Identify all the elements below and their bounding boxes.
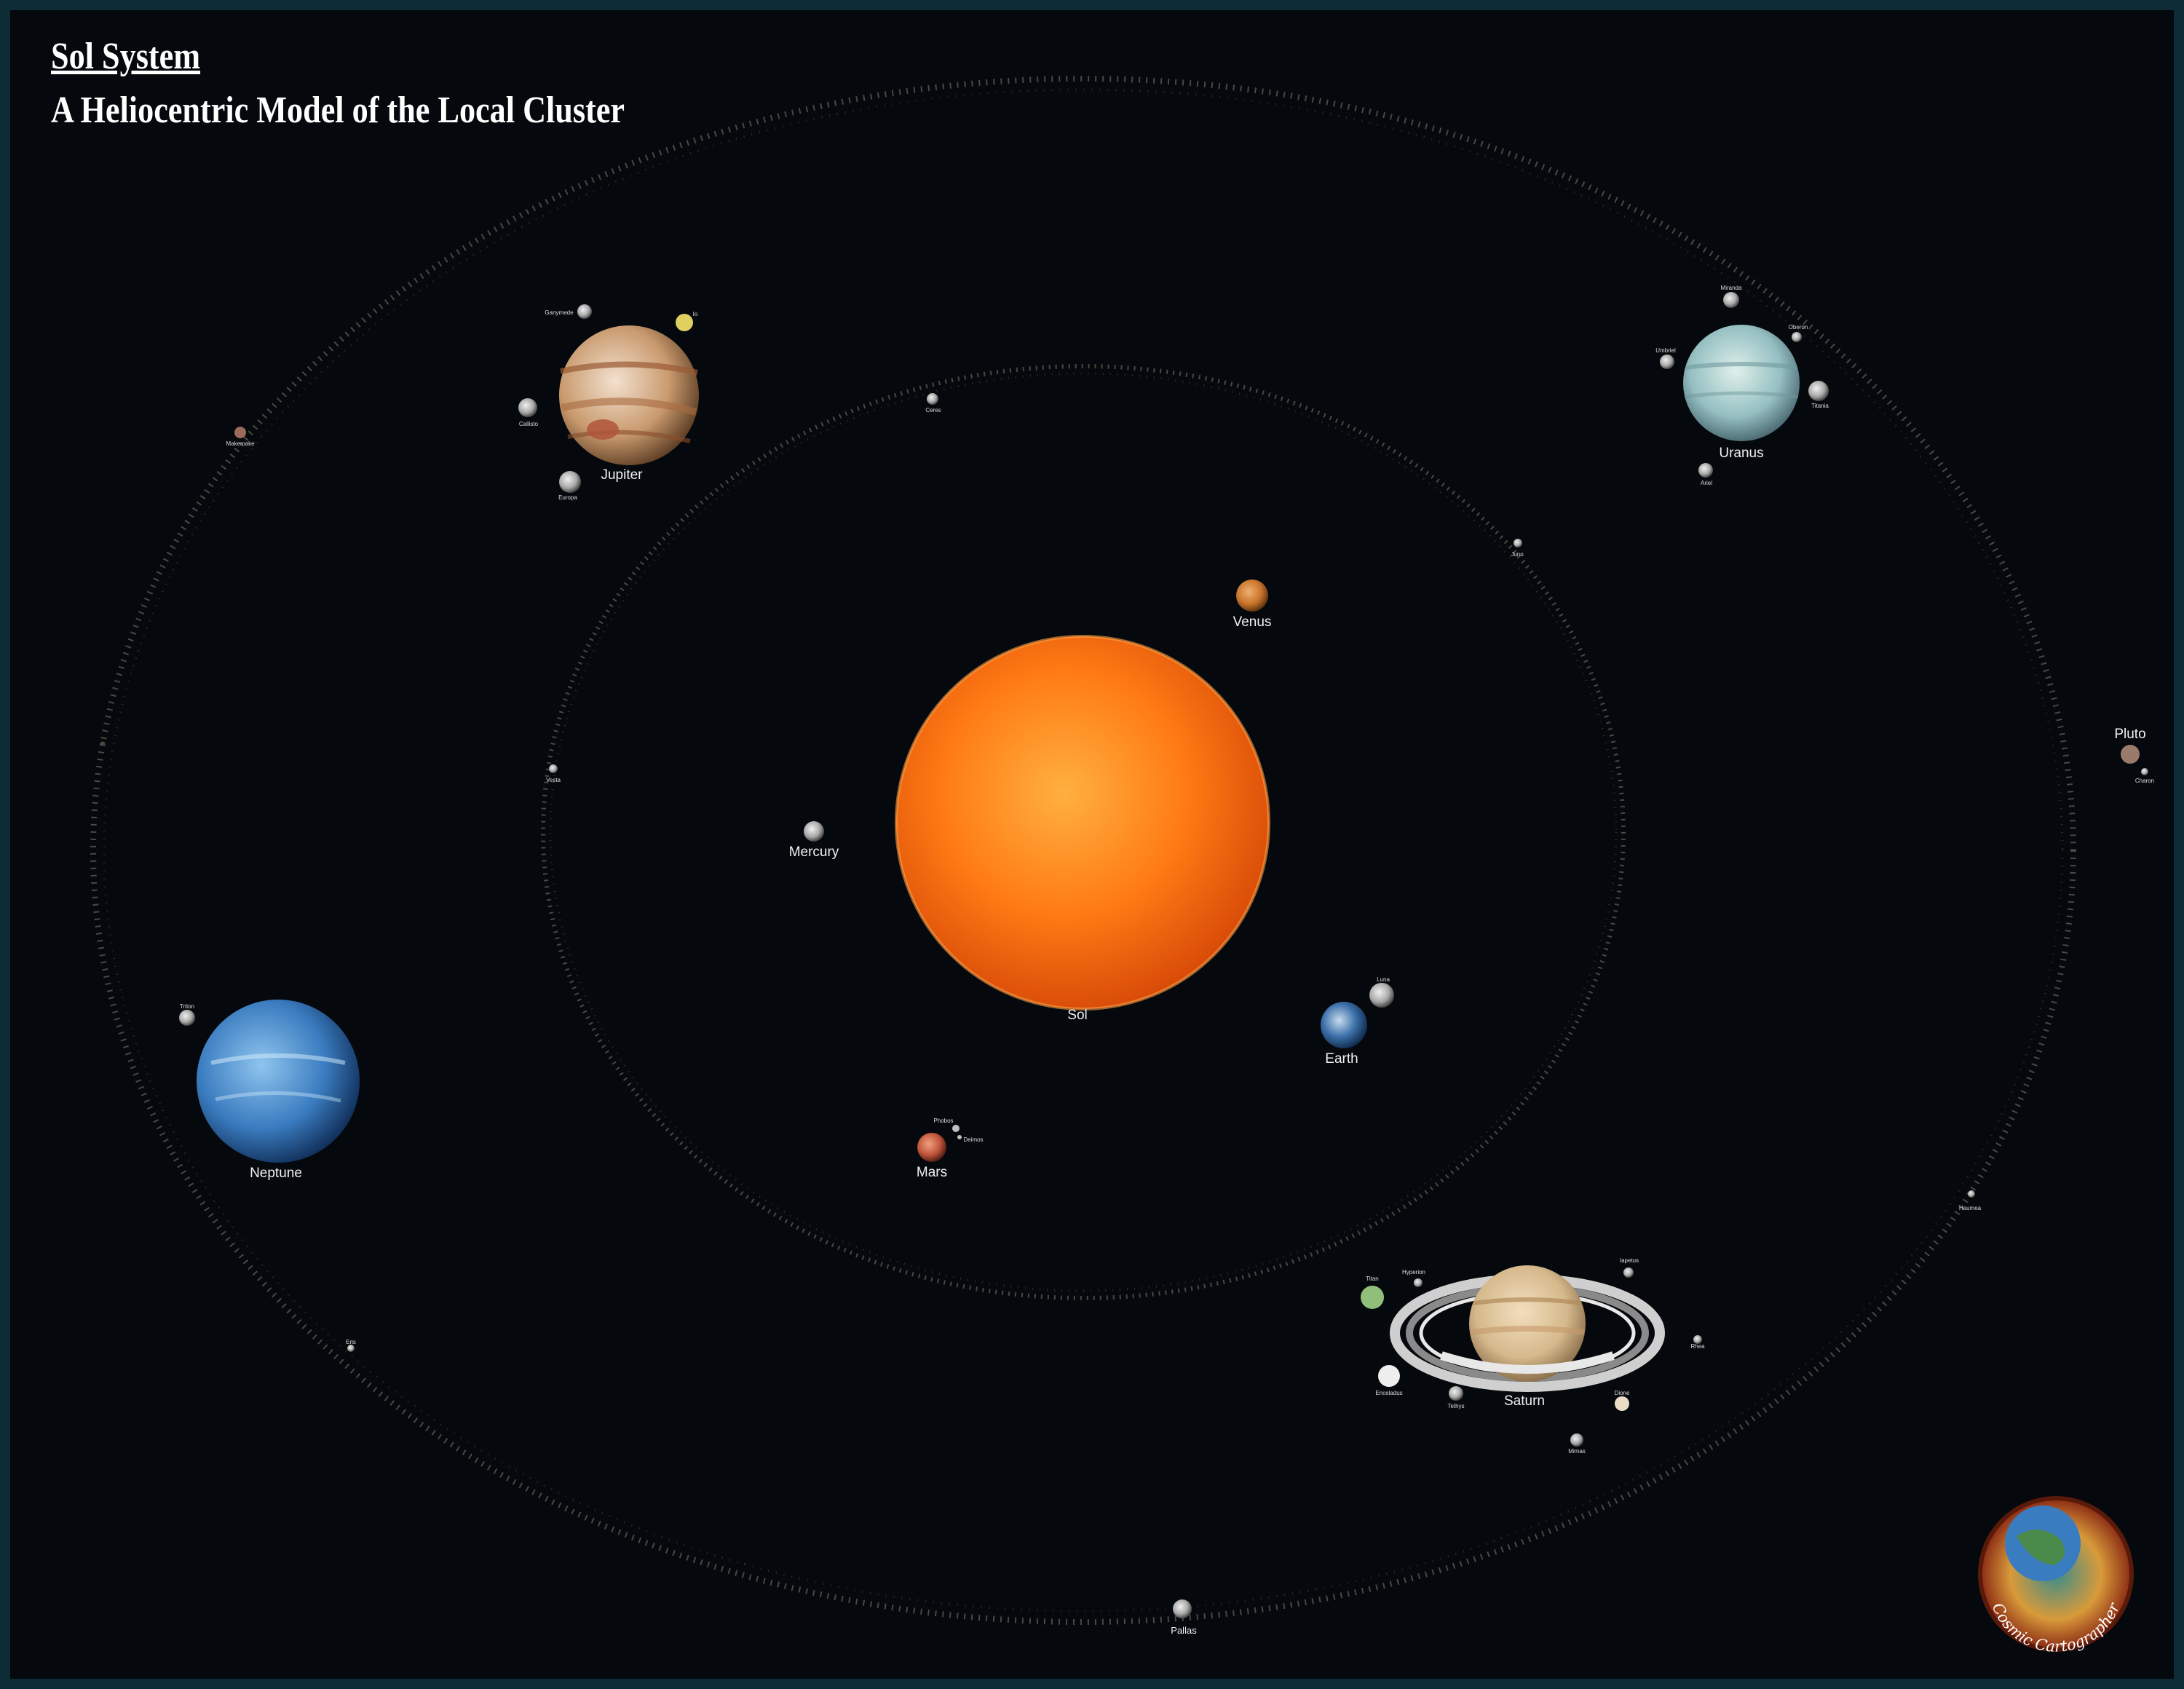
moon-label-iapetus: Iapetus: [1620, 1257, 1639, 1264]
label-eris: Eris: [346, 1339, 356, 1345]
label-juno: Juno: [1511, 551, 1524, 558]
page-subtitle: A Heliocentric Model of the Local Cluste…: [51, 90, 625, 131]
moon-label-oberon: Oberon: [1789, 324, 1808, 331]
moon-label-rhea: Rhea: [1690, 1343, 1705, 1350]
moon-label-phobos: Phobos: [933, 1118, 953, 1124]
page-title: Sol System: [51, 36, 201, 77]
moon-label-tethys: Tethys: [1447, 1403, 1464, 1409]
planet-mars: Phobos Deimos Mars: [917, 1118, 984, 1180]
planet-saturn: Titan Hyperion Iapetus Enceladus Tethys …: [1361, 1257, 1705, 1455]
dwarf-planet-pluto: Charon Pluto: [2114, 727, 2154, 784]
label-earth: Earth: [1325, 1051, 1358, 1067]
planet-mercury: Mercury: [789, 821, 839, 860]
moon-label-titan: Titan: [1366, 1275, 1379, 1282]
moon-label-hyperion: Hyperion: [1402, 1269, 1425, 1275]
moon-label-titania: Titania: [1811, 403, 1829, 409]
inner-asteroid-belt: [541, 364, 1626, 1300]
outer-kuiper-belt: [90, 76, 2076, 1625]
label-mars: Mars: [917, 1165, 947, 1180]
label-jupiter: Jupiter: [601, 467, 643, 483]
moon-label-luna: Luna: [1377, 976, 1390, 983]
moon-label-umbriel: Umbriel: [1655, 347, 1676, 354]
planet-neptune: Triton Neptune: [179, 1000, 360, 1181]
label-pallas: Pallas: [1171, 1625, 1197, 1636]
moon-label-ganymede: Ganymede: [545, 309, 574, 316]
moon-label-io: Io: [693, 311, 698, 317]
planet-jupiter: Ganymede Io Callisto Europa Jupiter: [518, 304, 699, 501]
label-pluto: Pluto: [2114, 727, 2145, 742]
moon-label-callisto: Callisto: [519, 421, 539, 427]
label-neptune: Neptune: [250, 1166, 302, 1181]
label-uranus: Uranus: [1719, 446, 1763, 461]
label-vesta: Vesta: [546, 777, 561, 783]
moon-label-ariel: Ariel: [1701, 480, 1712, 486]
label-mercury: Mercury: [789, 844, 839, 860]
label-haumea: Haumea: [1959, 1205, 1982, 1211]
planet-earth: Luna Earth: [1321, 976, 1394, 1067]
moon-label-dione: Dione: [1615, 1390, 1630, 1396]
moon-label-miranda: Miranda: [1721, 285, 1742, 291]
label-ceres: Ceres: [925, 407, 941, 414]
label-sol: Sol: [1067, 1008, 1087, 1023]
moon-label-deimos: Deimos: [963, 1136, 983, 1143]
label-makemake: Makemake: [226, 440, 255, 447]
moon-label-mimas: Mimas: [1568, 1448, 1586, 1455]
moon-label-triton: Triton: [180, 1003, 194, 1010]
planet-venus: Venus: [1233, 580, 1272, 630]
moon-label-europa: Europa: [558, 494, 577, 501]
globe-seal-icon: Cosmic Cartographer: [1978, 1496, 2134, 1656]
minor-bodies: Ceres Juno Vesta Pallas Makemake Eris Ha…: [226, 393, 1982, 1636]
planet-uranus: Miranda Umbriel Oberon Titania Ariel Ura…: [1655, 285, 1829, 486]
label-saturn: Saturn: [1504, 1393, 1545, 1409]
moon-label-charon: Charon: [2135, 778, 2154, 784]
label-venus: Venus: [1233, 614, 1272, 630]
sun-sol: Sol: [895, 635, 1270, 1023]
moon-label-enceladus: Enceladus: [1375, 1390, 1402, 1396]
